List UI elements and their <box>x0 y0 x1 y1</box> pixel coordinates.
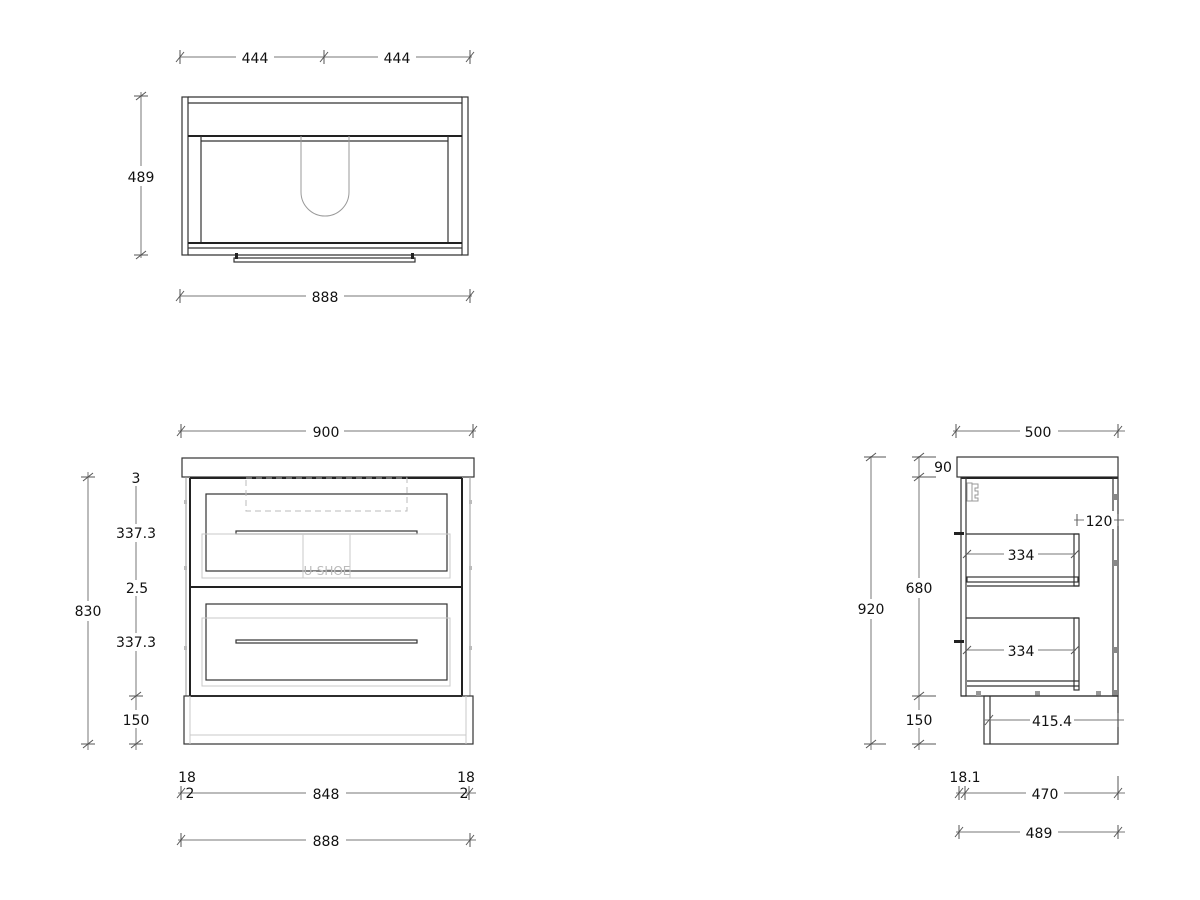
dim-label-drawer-depth-upper: 334 <box>1008 548 1035 564</box>
dim-label-half-right: 444 <box>384 51 411 67</box>
dim-side-overall-depth: 500 <box>951 422 1125 441</box>
dim-label-side-right-top: 18 <box>457 770 475 786</box>
dim-label-side-left-top: 18 <box>178 770 196 786</box>
top-view-cabinet <box>181 96 469 263</box>
dim-label-drawer-depth-lower: 334 <box>1008 644 1035 660</box>
dim-label-side-overall-height: 920 <box>858 602 885 618</box>
dim-label-overall-height: 830 <box>75 604 102 620</box>
dim-label-carcass-depth: 489 <box>1026 826 1053 842</box>
dim-top-halves: 444 444 <box>175 48 475 67</box>
dim-label-overall-width: 900 <box>313 425 340 441</box>
dim-label-mid-gap: 2.5 <box>126 581 148 597</box>
top-view: 444 444 489 <box>126 48 475 306</box>
dim-front-overall-height: 830 <box>72 472 104 750</box>
dim-top-width: 888 <box>175 287 475 306</box>
side-view: 500 920 90 680 150 <box>855 422 1125 842</box>
dim-label-door-thickness: 18.1 <box>949 770 980 786</box>
dim-front-overall-width: 900 <box>176 422 478 441</box>
dim-label-plinth: 150 <box>123 713 150 729</box>
dim-label-inner-width: 848 <box>313 787 340 803</box>
dim-label-inner-depth: 470 <box>1032 787 1059 803</box>
dim-label-drawer-upper: 337.3 <box>116 526 156 542</box>
dim-label-plinth-depth: 415.4 <box>1032 714 1072 730</box>
dim-side-carcass-depth: 489 <box>954 823 1125 842</box>
dim-label-top-thickness: 90 <box>934 460 952 476</box>
dim-front-stack: 3 337.3 2.5 337.3 150 <box>112 470 160 750</box>
dim-front-inner-width: 18 18 2 2 848 <box>176 770 476 803</box>
dim-label-side-right-bottom: 2 <box>460 786 469 802</box>
dim-side-overall-height: 920 <box>855 452 887 750</box>
side-view-cabinet: 334 120 334 <box>954 456 1124 745</box>
front-view-cabinet: U-SHOE <box>181 457 475 745</box>
dim-label-side-plinth: 150 <box>906 713 933 729</box>
dim-label-carcass-height: 680 <box>906 581 933 597</box>
dim-label-back-gap: 120 <box>1086 514 1113 530</box>
front-view: 900 830 3 337.3 2.5 337. <box>72 422 478 850</box>
dim-side-stack: 90 680 150 <box>902 452 952 750</box>
dim-top-depth: 489 <box>126 91 158 260</box>
dim-label-half-left: 444 <box>242 51 269 67</box>
dim-side-inner-depth: 18.1 470 <box>949 770 1125 803</box>
dim-label-width: 888 <box>312 290 339 306</box>
dim-label-side-left-bottom: 2 <box>186 786 195 802</box>
dim-label-top-gap: 3 <box>132 471 141 487</box>
dim-label-drawer-lower: 337.3 <box>116 635 156 651</box>
dim-label-depth: 489 <box>128 170 155 186</box>
dim-label-overall-depth: 500 <box>1025 425 1052 441</box>
dim-front-carcass-width: 888 <box>176 831 476 850</box>
dim-label-carcass-width: 888 <box>313 834 340 850</box>
watermark-text: U-SHOE <box>304 564 351 578</box>
